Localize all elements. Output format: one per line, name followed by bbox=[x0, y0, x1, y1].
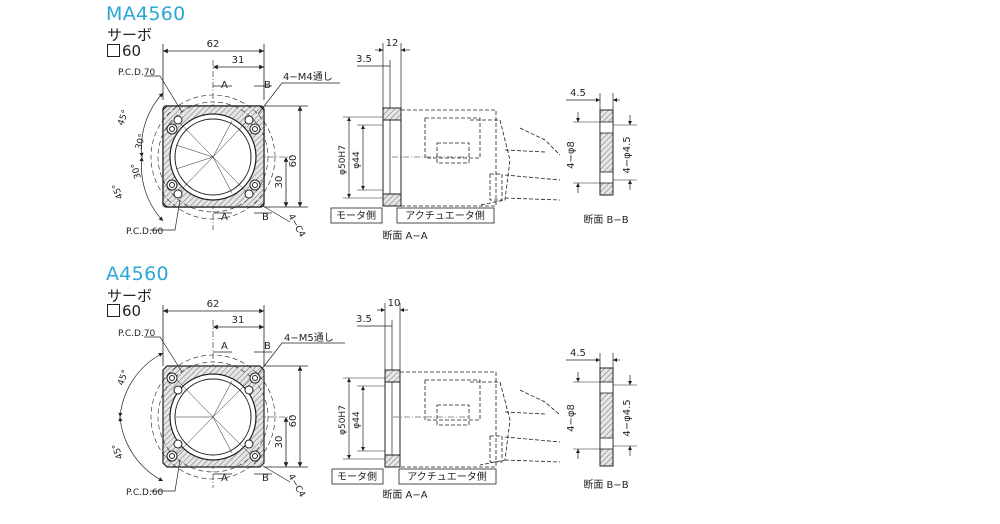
hole-phi4-5: 4−φ4.5 bbox=[622, 399, 633, 436]
chamfer: 4−C4 bbox=[285, 473, 306, 500]
part1-side-labels: 12 3.5 φ50H7 φ44 モータ側 アクチュエータ側 断面 A−A bbox=[336, 38, 485, 242]
size-label-1: 60 bbox=[107, 42, 141, 60]
section-a-bottom: A bbox=[221, 212, 228, 223]
dim-width: 62 bbox=[207, 299, 220, 310]
angle-45a: 45° bbox=[116, 369, 131, 387]
part1-section-b bbox=[566, 93, 637, 196]
pcd-bottom: P.C.D.60 bbox=[126, 488, 164, 498]
type-label-2: サーボ bbox=[107, 287, 153, 305]
caption-bb: 断面 B−B bbox=[583, 213, 628, 226]
hole-phi8: 4−φ8 bbox=[566, 141, 577, 169]
hole-note: 4−M4通し bbox=[283, 71, 333, 83]
dim-4-5: 4.5 bbox=[570, 88, 586, 99]
dia-44: φ44 bbox=[352, 411, 362, 429]
dim-thickness: 10 bbox=[388, 298, 401, 309]
section-b-bottom: B bbox=[262, 212, 269, 223]
part1-front-view bbox=[139, 44, 340, 231]
dia-44: φ44 bbox=[352, 151, 362, 169]
caption-aa: 断面 A−A bbox=[382, 488, 427, 501]
dim-height: 60 bbox=[288, 415, 299, 428]
pcd-top: P.C.D.70 bbox=[118, 68, 156, 78]
label-actuator: アクチュエータ側 bbox=[407, 470, 487, 483]
size-value-2: 60 bbox=[122, 302, 142, 320]
dim-width: 62 bbox=[207, 39, 220, 50]
dia-bore: φ50H7 bbox=[338, 145, 348, 175]
part1-side-view bbox=[330, 43, 561, 224]
hole-phi8: 4−φ8 bbox=[566, 404, 577, 432]
part1-section-b-labels: 4.5 4−φ8 4−φ4.5 断面 B−B bbox=[566, 88, 633, 226]
dim-4-5: 4.5 bbox=[570, 348, 586, 359]
size-label-2: 60 bbox=[107, 302, 141, 320]
angle-30b: 30° bbox=[130, 162, 144, 180]
dim-half: 31 bbox=[232, 55, 245, 66]
part2-section-b bbox=[566, 353, 637, 467]
section-b-top: B bbox=[264, 80, 271, 91]
model-title-1: MA4560 bbox=[106, 3, 186, 25]
chamfer: 4−C4 bbox=[285, 213, 306, 240]
type-label-1: サーボ bbox=[107, 26, 153, 44]
dim-3-5: 3.5 bbox=[356, 54, 372, 65]
dim-half-v: 30 bbox=[274, 436, 285, 449]
label-motor: モータ側 bbox=[336, 209, 376, 222]
label-actuator: アクチュエータ側 bbox=[405, 209, 485, 222]
dim-3-5: 3.5 bbox=[356, 314, 372, 325]
section-b-bottom: B bbox=[262, 473, 269, 484]
dim-half: 31 bbox=[232, 315, 245, 326]
dim-half-v: 30 bbox=[274, 176, 285, 189]
angle-45b: 45° bbox=[111, 442, 126, 460]
label-motor: モータ側 bbox=[337, 470, 377, 483]
part2-side-labels: 10 3.5 φ50H7 φ44 モータ側 アクチュエータ側 断面 A−A bbox=[337, 298, 487, 501]
dim-height: 60 bbox=[288, 155, 299, 168]
hole-phi4-5: 4−φ4.5 bbox=[622, 136, 633, 173]
hole-note: 4−M5通し bbox=[284, 332, 334, 344]
section-a-top: A bbox=[221, 341, 228, 352]
model-title-2: A4560 bbox=[106, 263, 169, 285]
square-icon bbox=[107, 304, 120, 317]
square-icon bbox=[107, 44, 120, 57]
angle-30a: 30° bbox=[134, 133, 148, 151]
size-value-1: 60 bbox=[122, 42, 142, 60]
section-b-top: B bbox=[264, 341, 271, 352]
part2-side-view bbox=[331, 303, 561, 485]
pcd-bottom: P.C.D.60 bbox=[126, 227, 164, 237]
section-a-bottom: A bbox=[221, 473, 228, 484]
part2-section-b-labels: 4.5 4−φ8 4−φ4.5 断面 B−B bbox=[566, 348, 633, 491]
dim-thickness: 12 bbox=[386, 38, 399, 49]
caption-bb: 断面 B−B bbox=[583, 478, 628, 491]
dia-bore: φ50H7 bbox=[338, 405, 348, 435]
part2-front-view bbox=[118, 305, 345, 492]
pcd-top: P.C.D.70 bbox=[118, 329, 156, 339]
section-a-top: A bbox=[221, 80, 228, 91]
angle-45a: 45° bbox=[116, 109, 131, 127]
caption-aa: 断面 A−A bbox=[382, 229, 427, 242]
angle-45b: 45° bbox=[111, 182, 126, 200]
